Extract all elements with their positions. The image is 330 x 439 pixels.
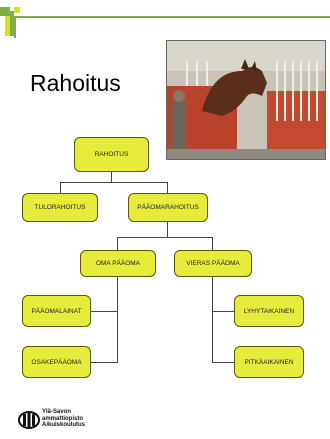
connector — [212, 311, 234, 312]
corner-decoration — [5, 16, 10, 36]
node-lyhytaikainen: LYHYTAIKAINEN — [234, 295, 304, 327]
logo-mark-icon — [18, 411, 40, 429]
connector — [111, 172, 112, 182]
header-rule-vertical — [14, 16, 16, 38]
header-rule — [14, 16, 330, 18]
connector — [60, 182, 61, 194]
connector — [117, 237, 213, 238]
connector — [91, 362, 118, 363]
node-pitkaaikainen: PITKÄAIKAINEN — [234, 346, 304, 378]
connector — [212, 362, 234, 363]
node-osakepaaoma: OSAKEPÄÄOMA — [22, 346, 91, 378]
slide-title: Rahoitus — [30, 70, 121, 96]
node-paaomalainat: PÄÄOMALAINAT — [22, 295, 91, 327]
logo-text-line: ammattiopisto — [42, 415, 84, 422]
logo-text-line: Ylä-Savon — [42, 409, 72, 415]
node-vieras-paaoma: VIERAS PÄÄOMA — [174, 250, 252, 277]
connector — [167, 182, 168, 194]
corner-decoration — [14, 7, 20, 13]
node-oma-paaoma: OMA PÄÄOMA — [80, 250, 156, 277]
logo-text: Ylä-Savon ammattiopisto Aikuiskoulutus — [42, 409, 85, 429]
connector — [91, 311, 118, 312]
connector — [212, 237, 213, 251]
corner-decoration — [0, 7, 10, 16]
connector — [117, 237, 118, 251]
logo-text-line: Aikuiskoulutus — [42, 422, 86, 428]
connector — [212, 277, 213, 363]
node-tulorahoitus: TULORAHOITUS — [22, 193, 98, 222]
node-paaomarahoitus: PÄÄOMARAHOITUS — [128, 193, 208, 222]
corner-decoration — [10, 11, 14, 36]
horse-photo — [166, 40, 326, 160]
connector — [167, 222, 168, 237]
node-rahoitus: RAHOITUS — [74, 137, 149, 172]
organization-logo: Ylä-Savon ammattiopisto Aikuiskoulutus — [18, 409, 108, 435]
connector — [117, 277, 118, 363]
connector — [60, 182, 168, 183]
